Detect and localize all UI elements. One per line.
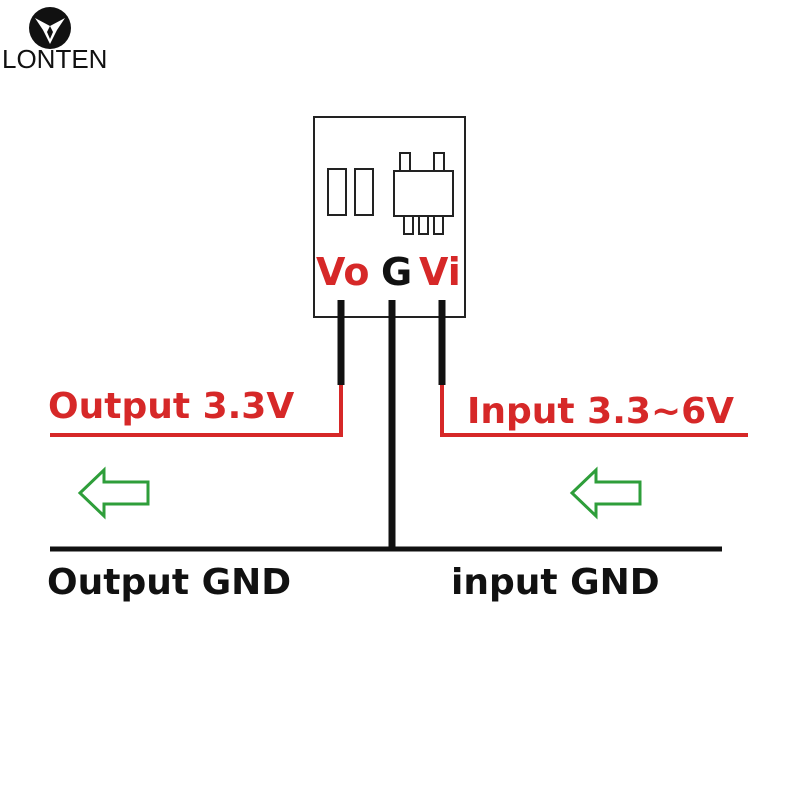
input-wire: [440, 385, 748, 437]
capacitor-right: [354, 168, 374, 216]
regulator-tab: [399, 152, 411, 172]
input-voltage-label: Input 3.3~6V: [467, 391, 734, 432]
lonten-logo-icon: [29, 7, 71, 49]
pin-label-vo: Vo: [316, 250, 369, 294]
pin-label-vi: Vi: [419, 250, 461, 294]
output-voltage-label: Output 3.3V: [48, 386, 294, 427]
output-wire: [50, 385, 343, 437]
regulator-tab-2: [433, 152, 445, 172]
arrow-left-icon: [77, 466, 150, 520]
brand-name: LONTEN: [2, 44, 108, 74]
regulator-body: [393, 170, 454, 217]
pin-label-g: G: [381, 250, 412, 294]
capacitor-left: [327, 168, 347, 216]
regulator-leg-3: [433, 215, 444, 235]
output-gnd-label: Output GND: [47, 562, 291, 603]
input-gnd-label: input GND: [451, 562, 660, 603]
regulator-leg-2: [418, 215, 429, 235]
arrow-left-icon: [569, 466, 642, 520]
regulator-leg-1: [403, 215, 414, 235]
